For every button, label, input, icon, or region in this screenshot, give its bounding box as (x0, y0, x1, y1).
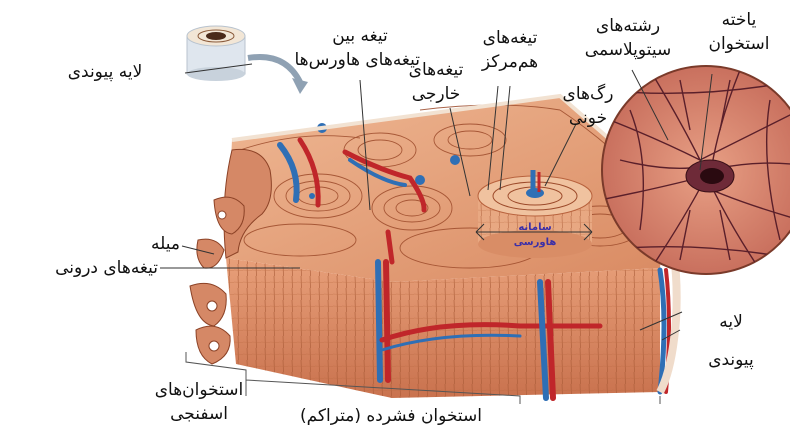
label-vessels-line2: خونی (548, 106, 628, 130)
label-concentric-lamellae: تیغه‌های هم‌مرکز (470, 26, 550, 74)
label-vessels-line1: رگ‌های (548, 82, 628, 106)
label-outer-line2: خارجی (396, 82, 476, 106)
label-haversian-line1: سامانه (500, 222, 570, 233)
label-periosteum-top: لایه پیوندی (30, 60, 180, 84)
label-concentric-line1: تیغه‌های (470, 26, 550, 50)
label-outer-lamellae: تیغه‌های خارجی (396, 58, 476, 106)
label-fibers-line1: رشته‌های (568, 14, 688, 38)
label-cytoplasmic-fibers: رشته‌های سیتوپلاسمی (568, 14, 688, 62)
zoom-arrow-head (292, 78, 308, 94)
label-cell-line2: استخوان (698, 32, 780, 56)
label-trabecula: میله (110, 232, 180, 256)
label-inner-lamellae: تیغه‌های درونی (0, 256, 158, 280)
label-spongy-line1: استخوان‌های (134, 378, 264, 402)
label-spongy-line2: اسفنجی (134, 402, 264, 426)
label-concentric-line2: هم‌مرکز (470, 50, 550, 74)
label-spongy-bone: استخوان‌های اسفنجی (134, 378, 264, 426)
label-blood-vessels: رگ‌های خونی (548, 82, 628, 130)
bone-cylinder-icon (187, 26, 245, 81)
label-periosteum-right: لایه پیوندی (686, 310, 776, 372)
label-fibers-line2: سیتوپلاسمی (568, 38, 688, 62)
label-outer-line1: تیغه‌های (396, 58, 476, 82)
label-interstitial-line1: تیغه بین (300, 24, 420, 48)
label-compact-bone: استخوان فشرده (متراکم) (276, 404, 506, 428)
label-periosteum-right-line2: پیوندی (686, 348, 776, 372)
label-periosteum-right-line1: لایه (686, 310, 776, 334)
label-cell-line1: یاخته (698, 8, 780, 32)
label-bone-cell: یاخته استخوان (698, 8, 780, 56)
label-haversian-system: سامانه هاورسی (500, 222, 570, 248)
label-haversian-line2: هاورسی (500, 237, 570, 248)
